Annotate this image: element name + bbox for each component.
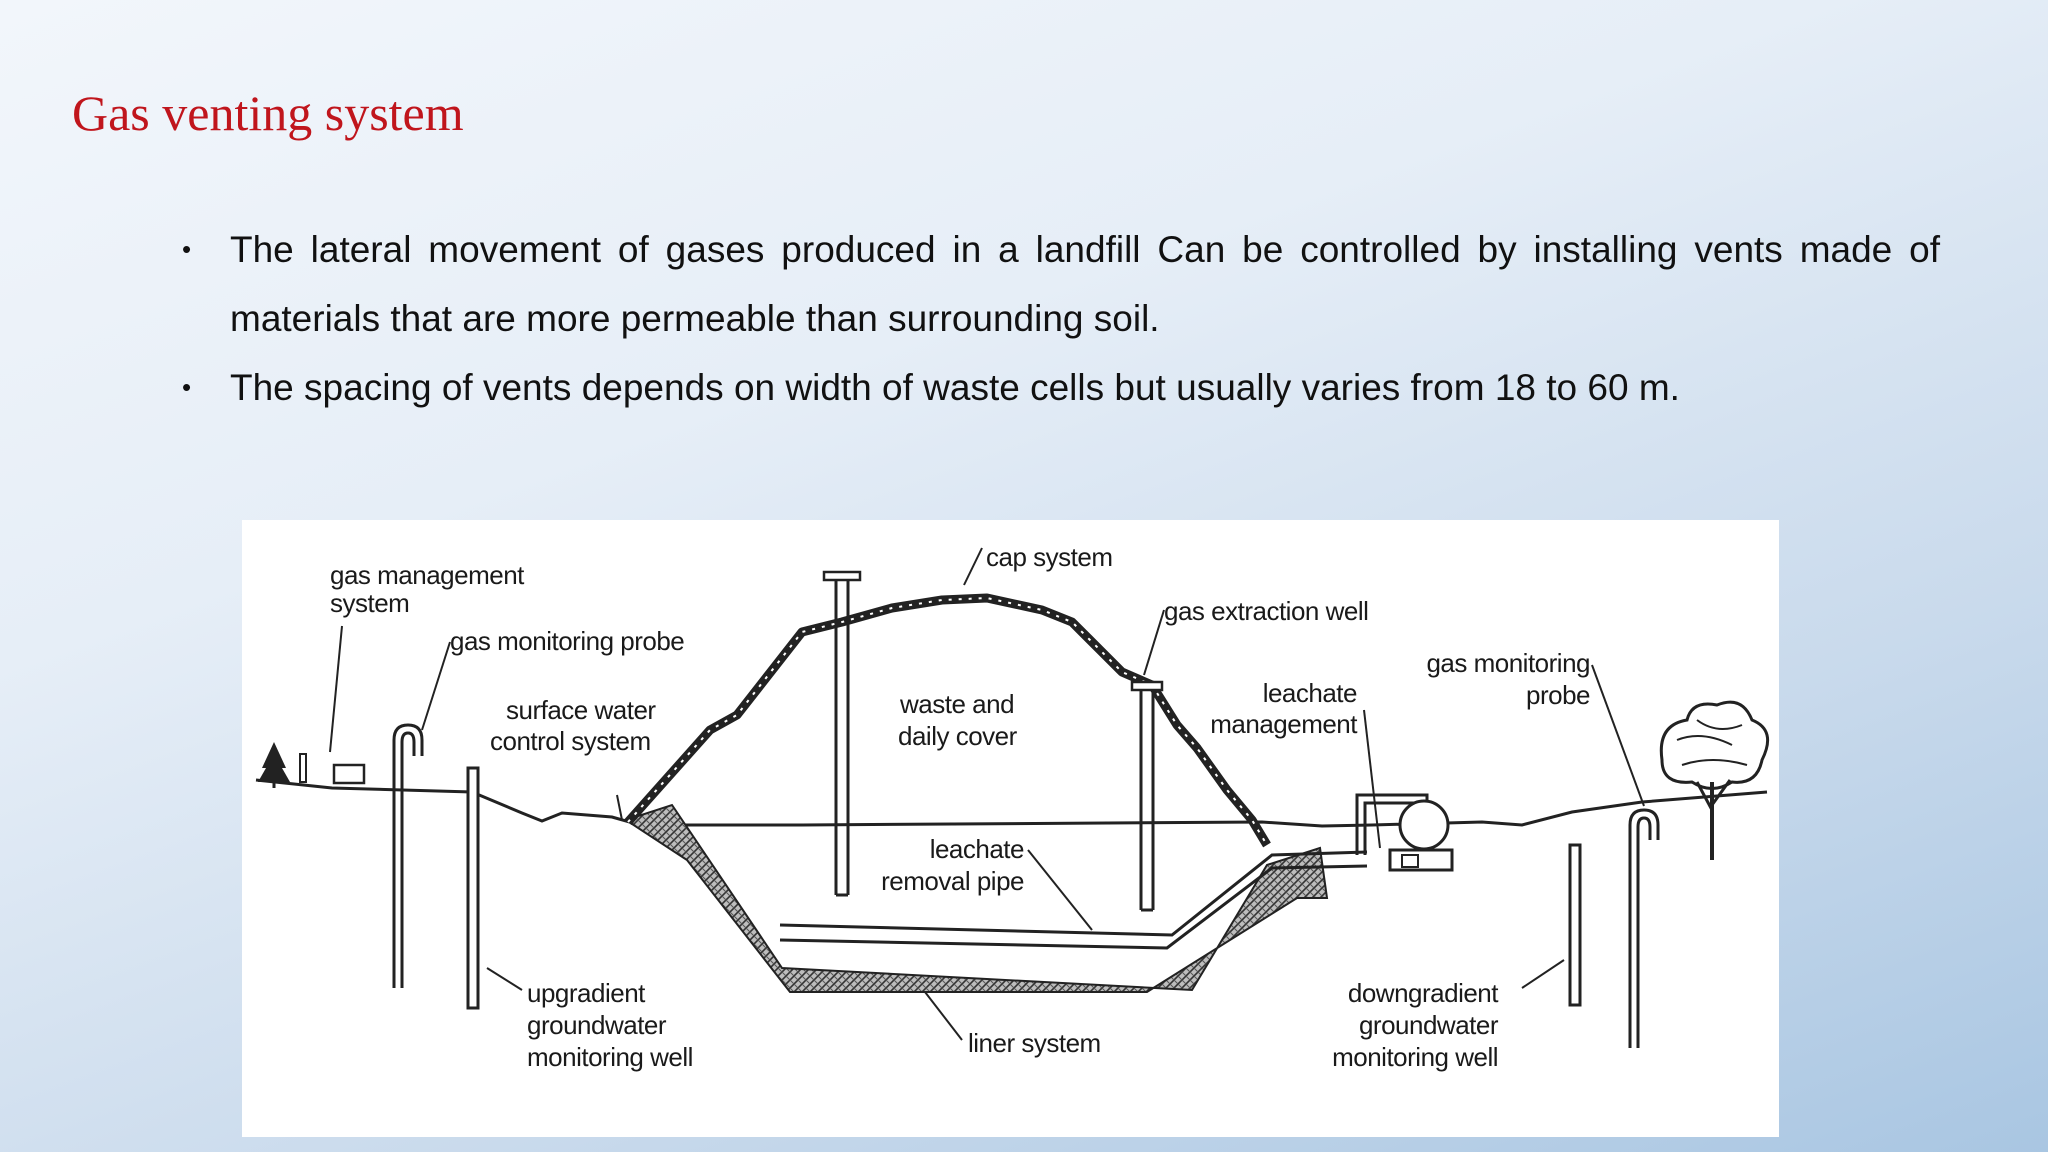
gas-extraction-well-right: [1130, 680, 1164, 912]
label-gas-management: gas management: [330, 560, 525, 590]
label-gas-extraction-well: gas extraction well: [1164, 596, 1368, 626]
upgradient-monitoring-well: [466, 766, 480, 1010]
deciduous-tree-icon: [1659, 700, 1770, 860]
bullet-dot-icon: •: [182, 372, 192, 402]
label-upgradient-well: groundwater: [527, 1010, 667, 1040]
gas-management-hut: [299, 753, 366, 785]
label-gas-monitoring-probe-left: gas monitoring probe: [450, 626, 684, 656]
label-gas-monitoring-probe-right: gas monitoring: [1426, 648, 1590, 678]
label-upgradient-well: monitoring well: [527, 1042, 693, 1072]
bullet-text: The spacing of vents depends on width of…: [230, 367, 1680, 408]
label-waste: daily cover: [898, 721, 1018, 751]
leachate-management-tank: [1355, 793, 1454, 872]
bullet-text: The lateral movement of gases produced i…: [230, 229, 1940, 339]
label-leachate-removal-pipe: removal pipe: [881, 866, 1024, 896]
landfill-cross-section: gas management system gas monitoring pro…: [255, 542, 1770, 1072]
bullet-item: • The lateral movement of gases produced…: [182, 215, 1940, 353]
label-downgradient-well: groundwater: [1359, 1010, 1499, 1040]
label-liner-system: liner system: [968, 1028, 1101, 1058]
cap-system: [624, 593, 1271, 848]
bullet-item: • The spacing of vents depends on width …: [182, 353, 1940, 422]
label-gas-management: system: [330, 588, 409, 618]
leachate-removal-pipe: [779, 850, 1368, 950]
label-surface-water: control system: [490, 726, 651, 756]
label-upgradient-well: upgradient: [527, 978, 646, 1008]
gas-monitoring-probe-right: [1628, 808, 1660, 1048]
label-cap-system: cap system: [986, 542, 1113, 572]
label-waste: waste and: [899, 689, 1014, 719]
slide-title: Gas venting system: [72, 85, 464, 141]
label-leaders: [329, 547, 1645, 1041]
bullet-list: • The lateral movement of gases produced…: [182, 215, 1940, 422]
landfill-diagram: gas management system gas monitoring pro…: [242, 520, 1779, 1137]
label-leachate-removal-pipe: leachate: [930, 834, 1024, 864]
label-leachate-management: management: [1210, 709, 1358, 739]
label-gas-monitoring-probe-right: probe: [1526, 680, 1590, 710]
label-surface-water: surface water: [506, 695, 656, 725]
downgradient-monitoring-well: [1568, 843, 1582, 1007]
label-leachate-management: leachate: [1263, 678, 1357, 708]
conifer-tree-icon: [258, 742, 290, 788]
gas-monitoring-probe-left: [392, 723, 424, 988]
bullet-dot-icon: •: [182, 234, 192, 264]
gas-extraction-well-left: [822, 570, 862, 897]
label-downgradient-well: downgradient: [1348, 978, 1499, 1008]
ground-surface: [255, 778, 1768, 828]
label-downgradient-well: monitoring well: [1332, 1042, 1498, 1072]
liner-system: [623, 803, 1329, 993]
